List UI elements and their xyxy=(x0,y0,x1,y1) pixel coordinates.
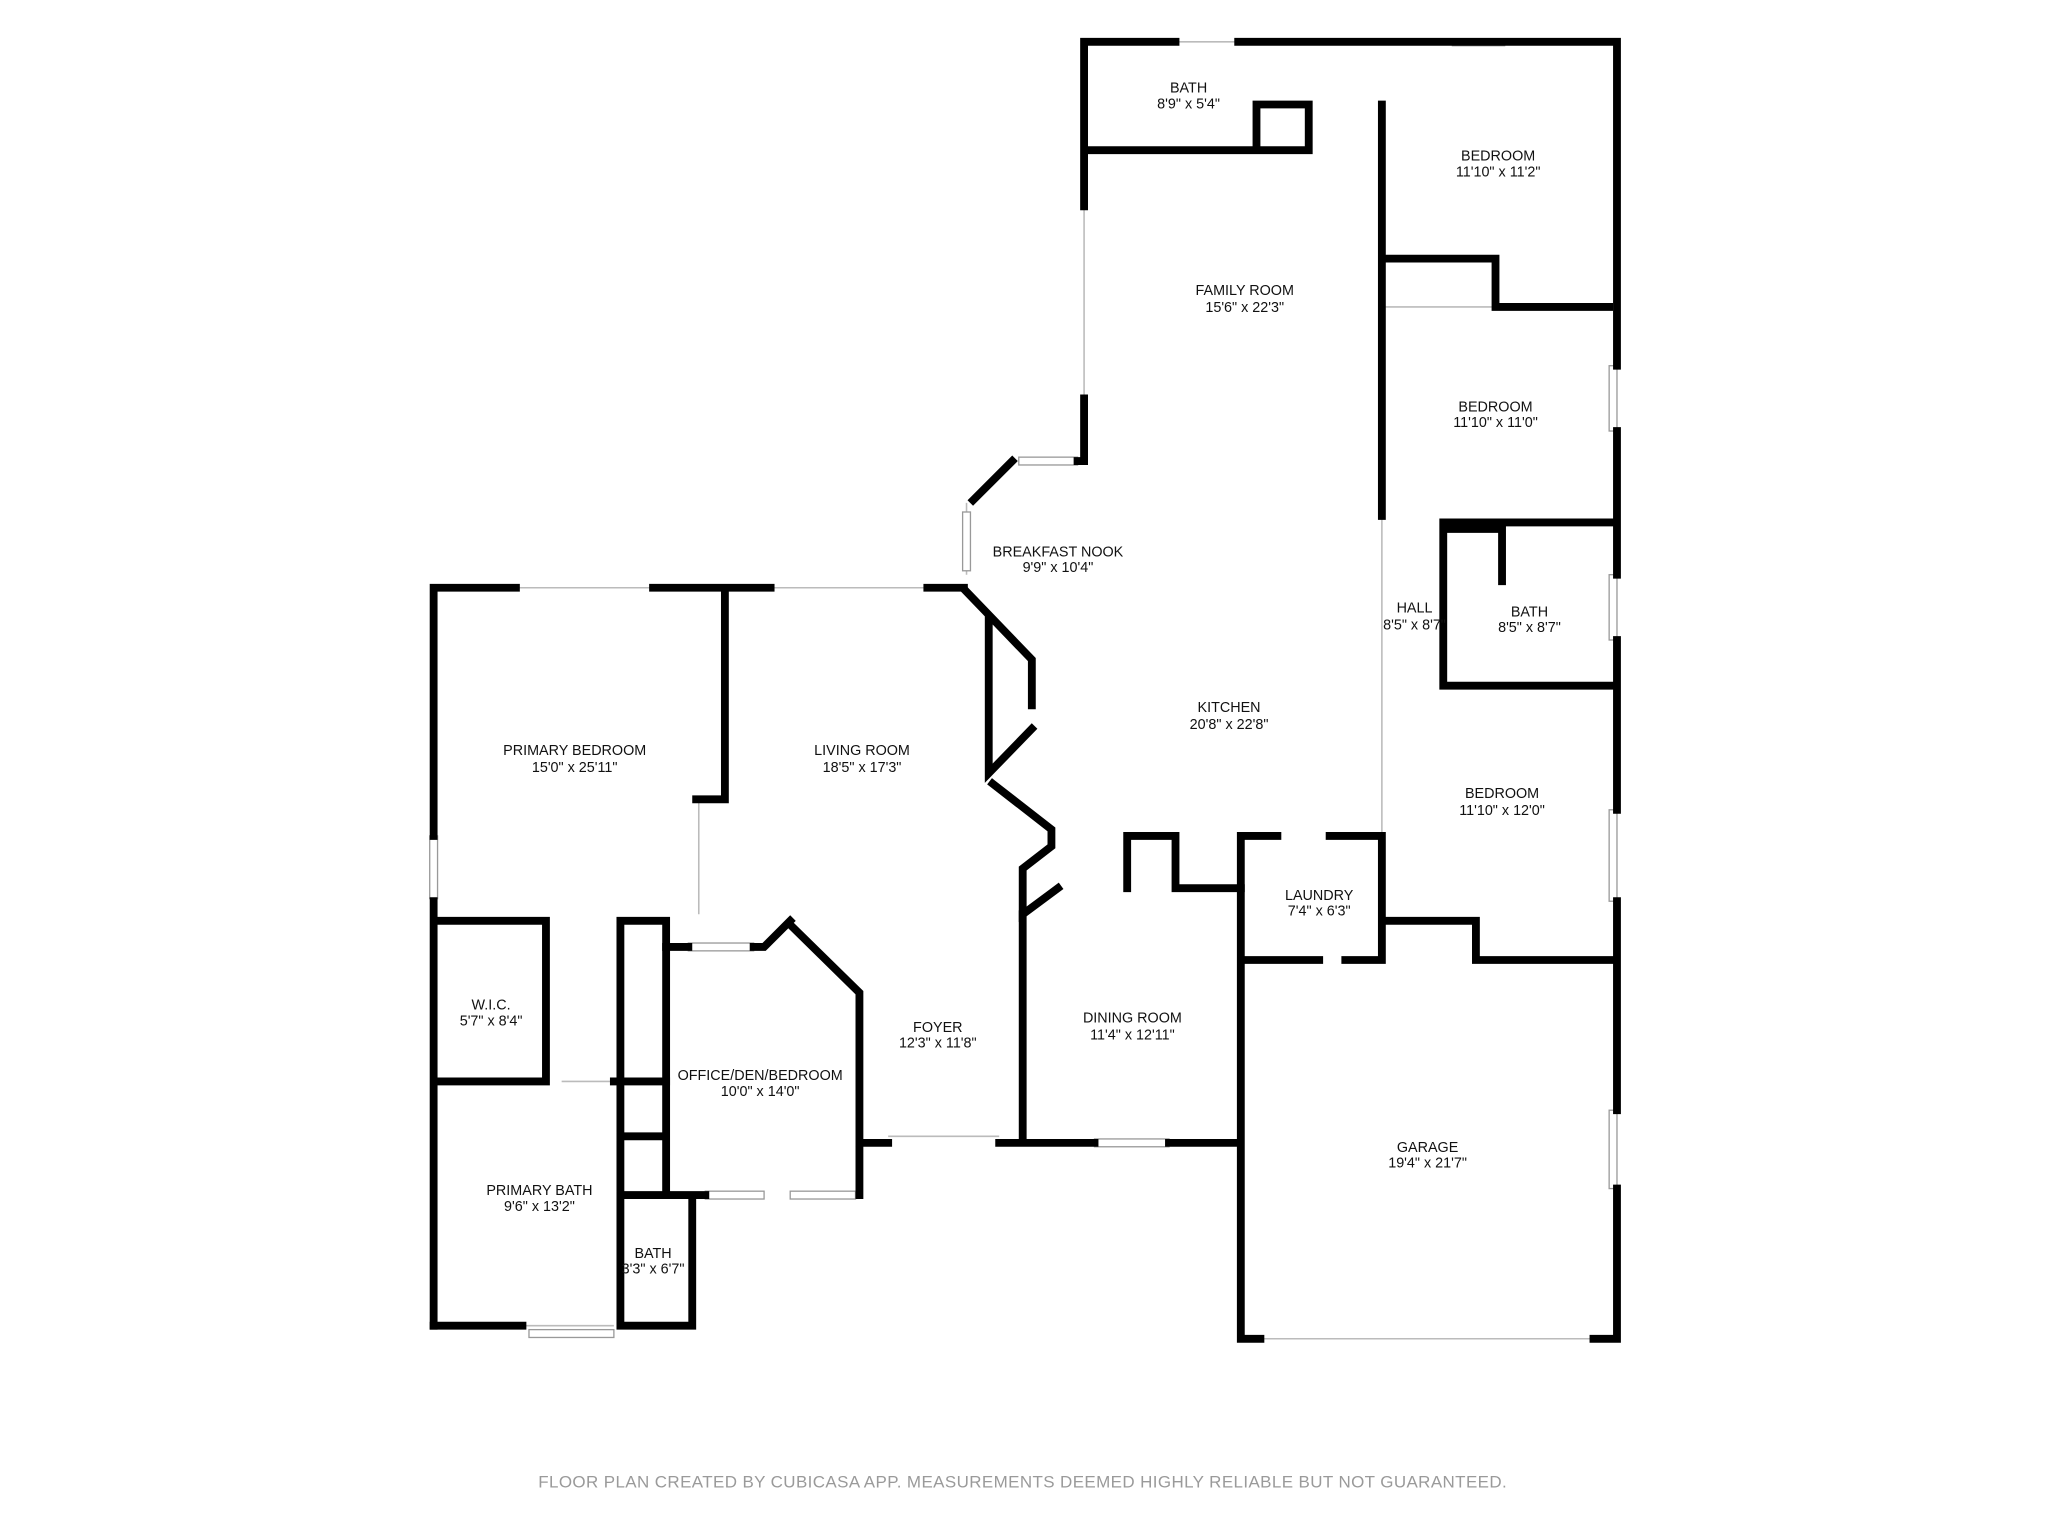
room-wic: W.I.C.5'7" x 8'4" xyxy=(460,998,523,1030)
svg-text:15'0" x 25'11": 15'0" x 25'11" xyxy=(532,760,618,776)
svg-text:8'9" x 5'4": 8'9" x 5'4" xyxy=(1157,96,1220,112)
svg-text:9'9" x 10'4": 9'9" x 10'4" xyxy=(1023,560,1094,576)
svg-text:BATH: BATH xyxy=(634,1246,671,1262)
svg-text:DINING ROOM: DINING ROOM xyxy=(1083,1011,1182,1027)
svg-text:15'6" x 22'3": 15'6" x 22'3" xyxy=(1205,300,1284,316)
svg-text:12'3" x 11'8": 12'3" x 11'8" xyxy=(899,1036,977,1052)
svg-text:BATH: BATH xyxy=(1170,81,1207,97)
svg-text:KITCHEN: KITCHEN xyxy=(1198,700,1261,716)
disclaimer-footer: FLOOR PLAN CREATED BY CUBICASA APP. MEAS… xyxy=(538,1473,1507,1492)
svg-text:11'10" x 11'0": 11'10" x 11'0" xyxy=(1453,415,1538,431)
svg-text:19'4" x 21'7": 19'4" x 21'7" xyxy=(1388,1156,1467,1172)
svg-text:GARAGE: GARAGE xyxy=(1397,1140,1458,1156)
svg-text:3'3" x 6'7": 3'3" x 6'7" xyxy=(622,1261,685,1277)
svg-text:11'10" x 12'0": 11'10" x 12'0" xyxy=(1459,803,1545,819)
svg-text:HALL: HALL xyxy=(1397,601,1433,617)
svg-text:FAMILY ROOM: FAMILY ROOM xyxy=(1196,283,1294,299)
svg-text:11'4" x 12'11": 11'4" x 12'11" xyxy=(1090,1028,1175,1044)
svg-text:8'5" x 8'7": 8'5" x 8'7" xyxy=(1383,618,1446,634)
svg-text:OFFICE/DEN/BEDROOM: OFFICE/DEN/BEDROOM xyxy=(678,1068,843,1084)
svg-text:BATH: BATH xyxy=(1511,604,1548,620)
svg-text:5'7" x 8'4": 5'7" x 8'4" xyxy=(460,1013,523,1029)
svg-text:10'0" x 14'0": 10'0" x 14'0" xyxy=(721,1084,800,1100)
svg-text:LIVING ROOM: LIVING ROOM xyxy=(814,743,910,759)
svg-text:W.I.C.: W.I.C. xyxy=(472,998,511,1014)
svg-text:PRIMARY BEDROOM: PRIMARY BEDROOM xyxy=(503,743,646,759)
svg-text:8'5" x 8'7": 8'5" x 8'7" xyxy=(1498,620,1561,636)
svg-text:FOYER: FOYER xyxy=(913,1020,962,1036)
svg-text:PRIMARY BATH: PRIMARY BATH xyxy=(486,1183,592,1199)
svg-text:7'4" x 6'3": 7'4" x 6'3" xyxy=(1288,904,1351,920)
svg-text:BEDROOM: BEDROOM xyxy=(1461,149,1535,165)
svg-text:BEDROOM: BEDROOM xyxy=(1458,399,1532,415)
svg-text:11'10" x 11'2": 11'10" x 11'2" xyxy=(1456,164,1541,180)
svg-text:LAUNDRY: LAUNDRY xyxy=(1285,888,1354,904)
svg-text:BREAKFAST NOOK: BREAKFAST NOOK xyxy=(993,544,1124,560)
svg-text:9'6" x 13'2": 9'6" x 13'2" xyxy=(504,1199,575,1215)
walls xyxy=(429,37,1621,1343)
svg-text:BEDROOM: BEDROOM xyxy=(1465,786,1539,802)
svg-text:18'5" x 17'3": 18'5" x 17'3" xyxy=(823,760,902,776)
svg-text:20'8" x 22'8": 20'8" x 22'8" xyxy=(1190,717,1269,733)
